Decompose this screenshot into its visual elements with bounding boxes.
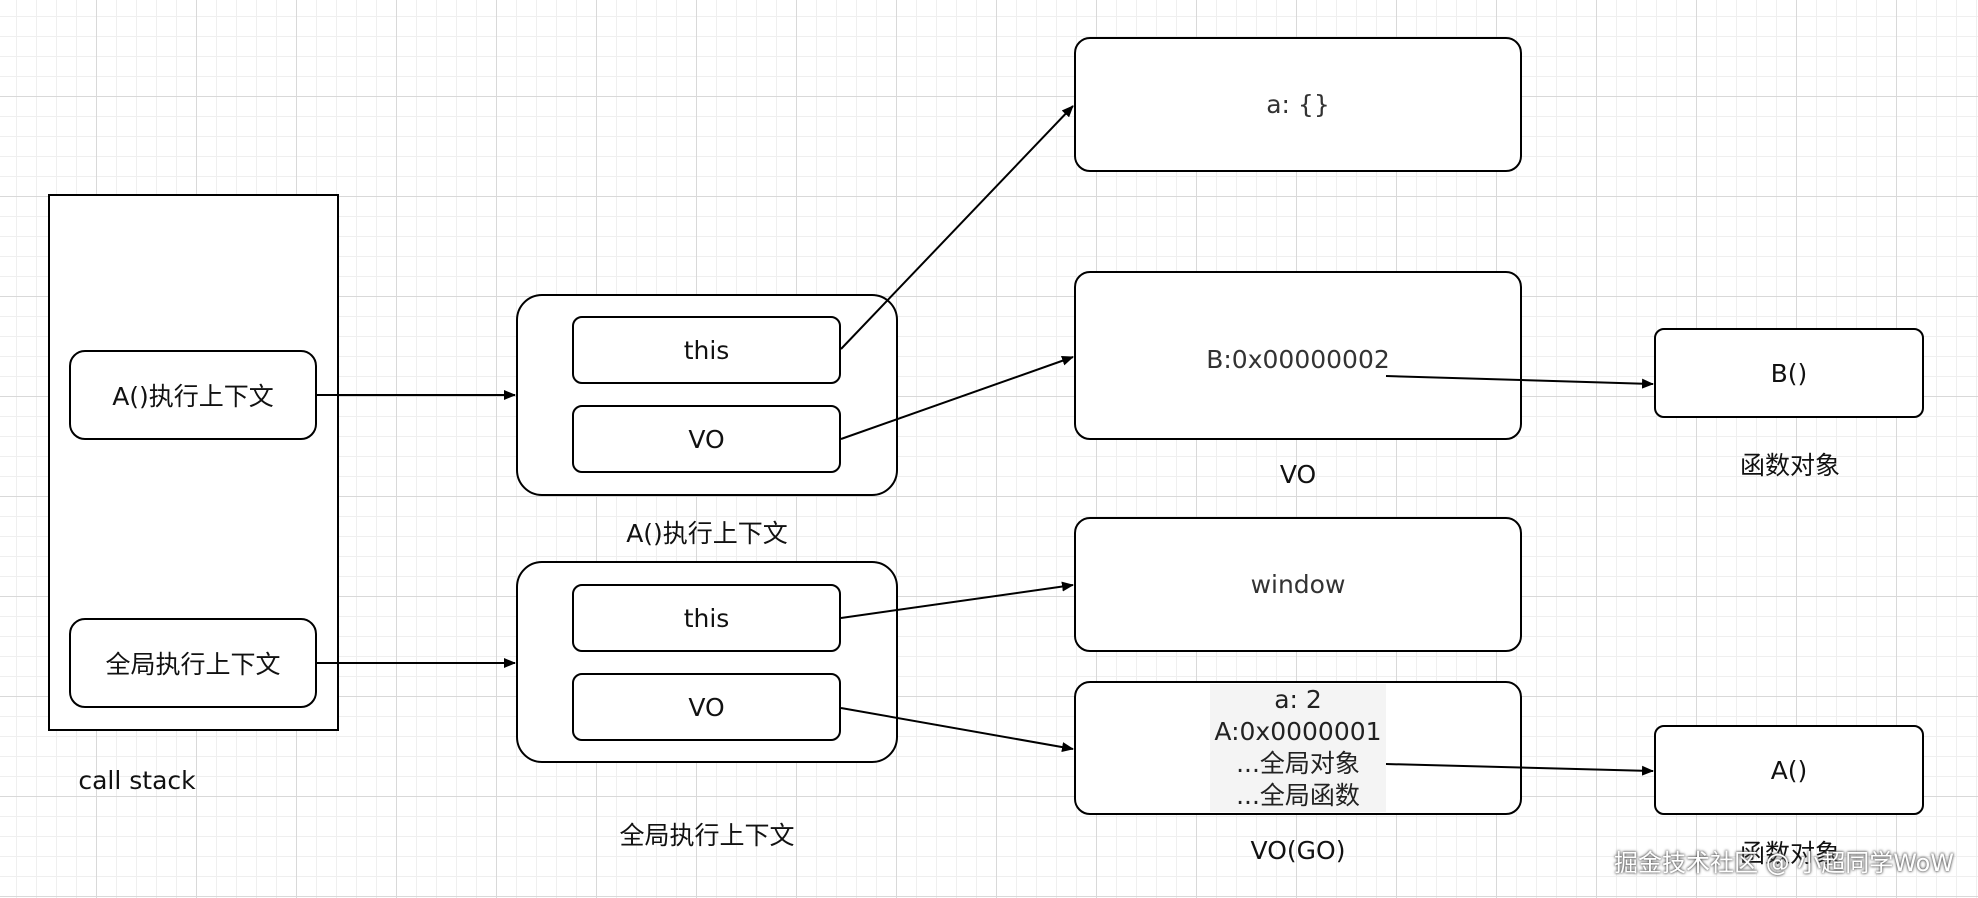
arrow-a-vo-to-object [840, 355, 1074, 440]
global-this-target-object[interactable]: window [1074, 517, 1522, 652]
global-vo-entry: ...全局函数 [1210, 780, 1386, 812]
global-vo-entry: a: 2 [1210, 684, 1386, 716]
a-context-label: A()执行上下文 [626, 519, 788, 548]
global-vo-entries: a: 2 A:0x0000001 ...全局对象 ...全局函数 [1210, 684, 1386, 812]
global-context-label: 全局执行上下文 [619, 821, 795, 850]
arrow-global-vo-entry-to-function-a [1385, 763, 1654, 776]
call-stack-item-global-context[interactable]: 全局执行上下文 [69, 618, 317, 708]
a-this-target-object[interactable]: a: {} [1074, 37, 1522, 172]
arrow-global-vo-to-object [840, 707, 1074, 753]
arrow-a-this-to-object [840, 105, 1074, 350]
function-b-object[interactable]: B() [1654, 328, 1924, 418]
global-context-vo[interactable]: VO [572, 673, 841, 741]
a-context-this[interactable]: this [572, 316, 841, 384]
global-vo-object[interactable]: a: 2 A:0x0000001 ...全局对象 ...全局函数 [1074, 681, 1522, 815]
global-context-this[interactable]: this [572, 584, 841, 652]
call-stack-label: call stack [78, 766, 196, 795]
a-vo-entry: B:0x00000002 [1206, 345, 1390, 374]
arrow-a-vo-entry-to-function-b [1385, 375, 1654, 389]
function-b-label: 函数对象 [1739, 451, 1841, 480]
global-vo-label: VO(GO) [1250, 836, 1346, 865]
global-vo-entry: A:0x0000001 [1210, 716, 1386, 748]
arrow-global-this-to-window [840, 581, 1074, 619]
a-vo-label: VO [1279, 460, 1317, 489]
global-vo-entry: ...全局对象 [1210, 748, 1386, 780]
a-vo-object[interactable]: B:0x00000002 [1074, 271, 1522, 440]
call-stack-item-a-context[interactable]: A()执行上下文 [69, 350, 317, 440]
function-a-object[interactable]: A() [1654, 725, 1924, 815]
watermark: 掘金技术社区 @ 小超同学WoW [1614, 849, 1954, 877]
function-a-label: 函数对象 [1739, 839, 1841, 868]
a-context-vo[interactable]: VO [572, 405, 841, 473]
